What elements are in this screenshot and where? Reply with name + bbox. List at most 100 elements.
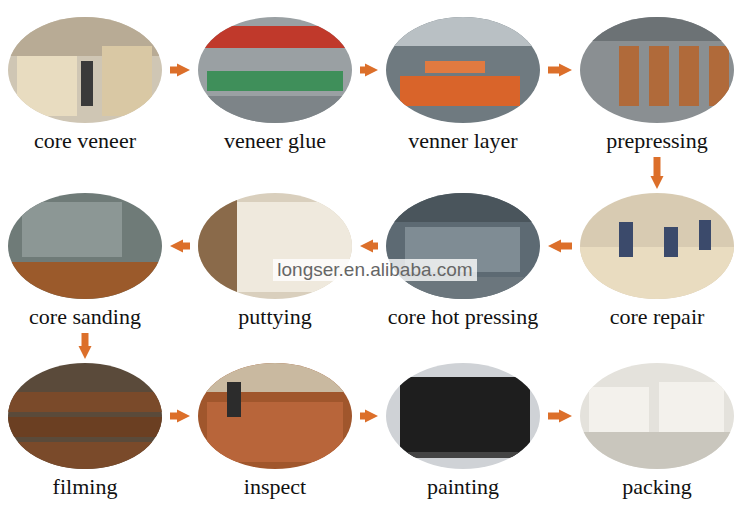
photo-illustration xyxy=(7,16,163,124)
photo-detail xyxy=(649,46,669,106)
process-node: venner layer xyxy=(381,16,545,154)
photo-detail xyxy=(227,382,241,417)
flow-arrow xyxy=(170,67,177,74)
photo-oval xyxy=(7,362,163,470)
photo-oval xyxy=(7,16,163,124)
photo-ground xyxy=(385,16,541,124)
photo-detail xyxy=(7,442,163,470)
photo-detail xyxy=(385,16,541,46)
step-caption: veneer glue xyxy=(193,128,357,154)
photo-ground xyxy=(7,16,163,124)
photo-detail xyxy=(7,262,163,300)
flow-arrow xyxy=(170,413,177,420)
photo-detail xyxy=(207,71,343,91)
step-caption: puttying xyxy=(193,304,357,330)
process-node: core repair xyxy=(575,192,739,330)
photo-detail xyxy=(589,387,649,432)
watermark: longser.en.alibaba.com xyxy=(273,259,476,281)
photo-oval xyxy=(579,362,735,470)
step-caption: inspect xyxy=(193,474,357,500)
photo-detail xyxy=(17,56,77,116)
step-caption: core sanding xyxy=(3,304,167,330)
photo-detail xyxy=(400,452,530,458)
step-caption: core veneer xyxy=(3,128,167,154)
step-caption: filming xyxy=(3,474,167,500)
photo-detail xyxy=(197,96,353,124)
photo-detail xyxy=(197,192,237,300)
photo-oval xyxy=(579,16,735,124)
photo-ground xyxy=(7,362,163,470)
photo-ground xyxy=(197,362,353,470)
photo-illustration xyxy=(385,192,541,300)
photo-oval xyxy=(7,192,163,300)
flow-arrow xyxy=(561,243,572,250)
photo-ground xyxy=(385,192,541,300)
photo-detail xyxy=(664,227,678,257)
photo-detail xyxy=(579,432,735,470)
flow-arrow xyxy=(82,333,89,346)
process-node: core sanding xyxy=(3,192,167,330)
photo-illustration xyxy=(7,192,163,300)
photo-illustration xyxy=(385,362,541,470)
photo-ground xyxy=(197,16,353,124)
process-node: prepressing xyxy=(575,16,739,154)
photo-ground xyxy=(385,362,541,470)
photo-oval xyxy=(197,192,353,300)
photo-illustration xyxy=(579,362,735,470)
photo-ground xyxy=(579,362,735,470)
photo-detail xyxy=(197,26,353,48)
process-node: core veneer xyxy=(3,16,167,154)
photo-detail xyxy=(81,61,93,106)
photo-illustration xyxy=(579,16,735,124)
flow-arrow xyxy=(360,67,365,74)
step-caption: venner layer xyxy=(381,128,545,154)
photo-detail xyxy=(400,377,530,457)
photo-illustration xyxy=(385,16,541,124)
photo-detail xyxy=(102,46,152,116)
step-caption: core repair xyxy=(575,304,739,330)
photo-oval xyxy=(197,16,353,124)
flow-arrow xyxy=(373,243,378,250)
photo-illustration xyxy=(579,192,735,300)
photo-detail xyxy=(7,417,163,437)
photo-oval xyxy=(385,192,541,300)
flow-arrow xyxy=(183,243,190,250)
photo-detail xyxy=(579,16,735,41)
step-caption: prepressing xyxy=(575,128,739,154)
photo-illustration xyxy=(197,362,353,470)
photo-oval xyxy=(197,362,353,470)
photo-detail xyxy=(385,192,541,222)
photo-illustration xyxy=(7,362,163,470)
flow-arrow xyxy=(548,67,559,74)
photo-detail xyxy=(679,46,699,106)
photo-detail xyxy=(7,392,163,412)
photo-detail xyxy=(400,76,520,106)
photo-detail xyxy=(699,220,711,250)
step-caption: core hot pressing xyxy=(381,304,545,330)
photo-ground xyxy=(7,192,163,300)
photo-detail xyxy=(619,46,639,106)
photo-detail xyxy=(619,222,633,257)
photo-detail xyxy=(425,61,485,73)
process-node: filming xyxy=(3,362,167,500)
photo-detail xyxy=(197,362,353,392)
photo-oval xyxy=(579,192,735,300)
step-caption: painting xyxy=(381,474,545,500)
photo-illustration xyxy=(197,192,353,300)
process-node: packing xyxy=(575,362,739,500)
photo-detail xyxy=(22,202,122,257)
photo-illustration xyxy=(197,16,353,124)
photo-ground xyxy=(197,192,353,300)
photo-detail xyxy=(659,382,724,432)
flow-arrow xyxy=(360,413,365,420)
photo-detail xyxy=(579,247,735,300)
flow-arrow xyxy=(654,157,661,176)
photo-detail xyxy=(709,46,729,106)
step-caption: packing xyxy=(575,474,739,500)
photo-oval xyxy=(385,362,541,470)
photo-oval xyxy=(385,16,541,124)
flow-arrow xyxy=(548,413,559,420)
photo-ground xyxy=(579,16,735,124)
